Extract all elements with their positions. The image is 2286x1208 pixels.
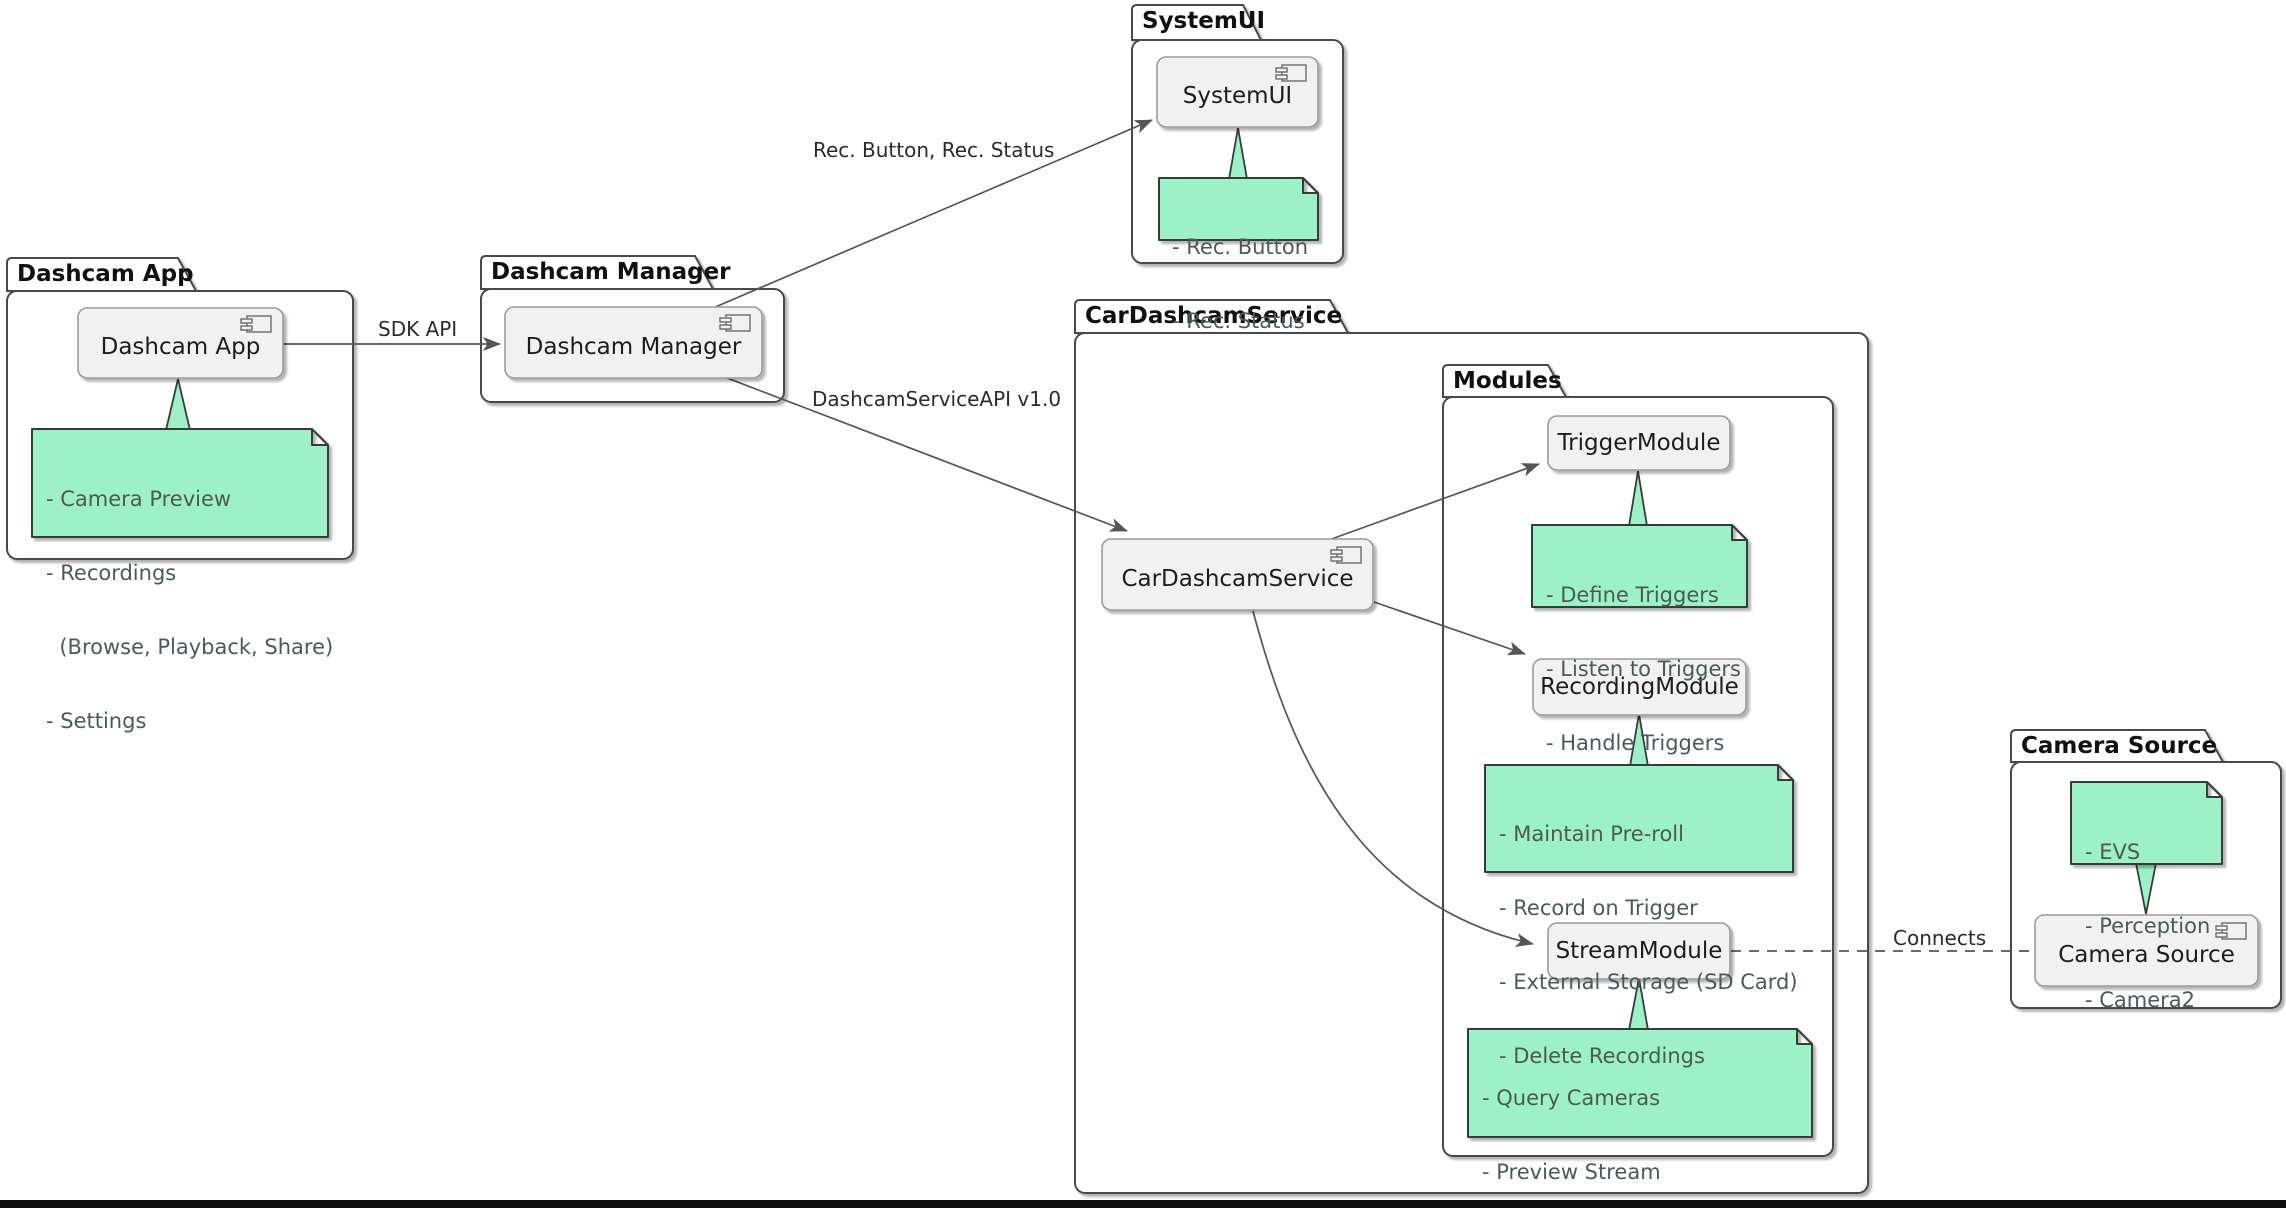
package-dashcam-manager-tab xyxy=(480,255,715,290)
package-title-dashcam-app: Dashcam App xyxy=(17,261,194,287)
note-text-systemui: - Rec. Button - Rec. Status xyxy=(1172,181,1308,358)
note-line: - Camera Preview xyxy=(46,487,232,512)
note-dashcam-app xyxy=(31,428,329,538)
package-title-modules: Modules xyxy=(1453,368,1562,394)
note-line: - Listen to Triggers xyxy=(1546,656,1741,681)
edge-label-dashcam-service-api: DashcamServiceAPI v1.0 xyxy=(812,387,1062,411)
component-recording-module xyxy=(1532,658,1747,716)
note-text-camera-source: - EVS - Perception - Camera2 xyxy=(2085,786,2210,1037)
package-camera-source-tab xyxy=(2010,729,2225,763)
package-title-systemui: SystemUI xyxy=(1142,8,1266,34)
notes xyxy=(31,177,2223,1138)
note-line: - Record on Trigger xyxy=(1499,895,1698,920)
package-dashcam-app-tab xyxy=(6,257,198,292)
component-icons xyxy=(240,64,2247,940)
note-systemui xyxy=(1158,177,1319,241)
note-text-trigger-module: - Define Triggers - Listen to Triggers -… xyxy=(1546,529,1741,780)
component-label-camera-source: Camera Source xyxy=(2058,941,2235,968)
note-line: - Delete Recordings xyxy=(1499,1043,1705,1068)
component-camera-source xyxy=(2034,914,2259,987)
note-text-dashcam-app: - Camera Preview - Recordings (Browse, P… xyxy=(46,433,333,758)
package-systemui-tab xyxy=(1131,4,1263,41)
component-label-systemui: SystemUI xyxy=(1182,83,1293,109)
note-line: - Handle Triggers xyxy=(1546,730,1725,755)
component-icon xyxy=(719,314,751,332)
note-text-stream-module: - Query Cameras - Preview Stream - Snaps… xyxy=(1482,1032,1817,1208)
package-title-camera-source: Camera Source xyxy=(2021,733,2218,759)
package-title-car-dashcam-service: CarDashcamService xyxy=(1085,303,1343,329)
component-label-recording-module: RecordingModule xyxy=(1540,674,1739,700)
component-icon xyxy=(240,315,272,333)
component-label-dashcam-app: Dashcam App xyxy=(100,334,261,360)
edge-to-trigger-module xyxy=(1325,463,1540,542)
note-line: - Recordings xyxy=(46,560,177,585)
note-line: - Maintain Pre-roll xyxy=(1499,822,1684,847)
component-label-dashcam-manager: Dashcam Manager xyxy=(525,333,742,360)
component-icon xyxy=(1275,64,1307,82)
edge-rec-button-status xyxy=(712,119,1153,309)
component-car-dashcam-service xyxy=(1101,538,1374,611)
component-dashcam-app xyxy=(77,307,284,379)
note-recording-module xyxy=(1484,764,1794,873)
component-icon xyxy=(1330,546,1362,564)
bottom-bar xyxy=(0,1200,2286,1208)
package-car-dashcam-service-tab xyxy=(1074,299,1350,334)
edges xyxy=(283,119,2034,952)
edge-label-connects: Connects xyxy=(1893,926,1987,950)
note-line: - Camera2 xyxy=(2085,987,2196,1012)
component-icon xyxy=(2215,922,2247,940)
note-line: - Define Triggers xyxy=(1546,583,1719,608)
note-camera-source xyxy=(2070,781,2223,865)
edge-to-stream-module xyxy=(1252,610,1534,947)
component-trigger-module xyxy=(1547,415,1731,471)
edge-label-rec-button-status: Rec. Button, Rec. Status xyxy=(813,138,1055,162)
note-line: - Query Cameras xyxy=(1482,1086,1661,1111)
note-line: - Settings xyxy=(46,708,147,733)
edge-to-recording-module xyxy=(1373,601,1526,656)
note-stream-module xyxy=(1467,1028,1813,1138)
components xyxy=(77,56,2259,987)
package-title-dashcam-manager: Dashcam Manager xyxy=(491,259,731,285)
note-line: - Perception xyxy=(2085,913,2211,938)
component-label-trigger-module: TriggerModule xyxy=(1557,430,1721,456)
note-line: - External Storage (SD Card) xyxy=(1499,969,1798,994)
note-trigger-module xyxy=(1531,524,1748,608)
edge-dashcam-service-api xyxy=(726,377,1128,532)
note-line: - Rec. Button xyxy=(1172,235,1309,260)
note-line: - Preview Stream xyxy=(1482,1159,1661,1184)
note-line: - EVS xyxy=(2085,840,2141,865)
note-line: - Rec. Status xyxy=(1172,308,1305,333)
component-label-stream-module: StreamModule xyxy=(1555,938,1723,964)
edge-label-sdk-api: SDK API xyxy=(378,317,458,341)
note-text-recording-module: - Maintain Pre-roll - Record on Trigger … xyxy=(1499,768,1798,1093)
package-modules-tab xyxy=(1442,364,1568,398)
component-dashcam-manager xyxy=(504,306,763,379)
note-line: (Browse, Playback, Share) xyxy=(46,634,334,659)
component-stream-module xyxy=(1547,922,1731,980)
component-label-car-dashcam-service: CarDashcamService xyxy=(1121,565,1354,592)
